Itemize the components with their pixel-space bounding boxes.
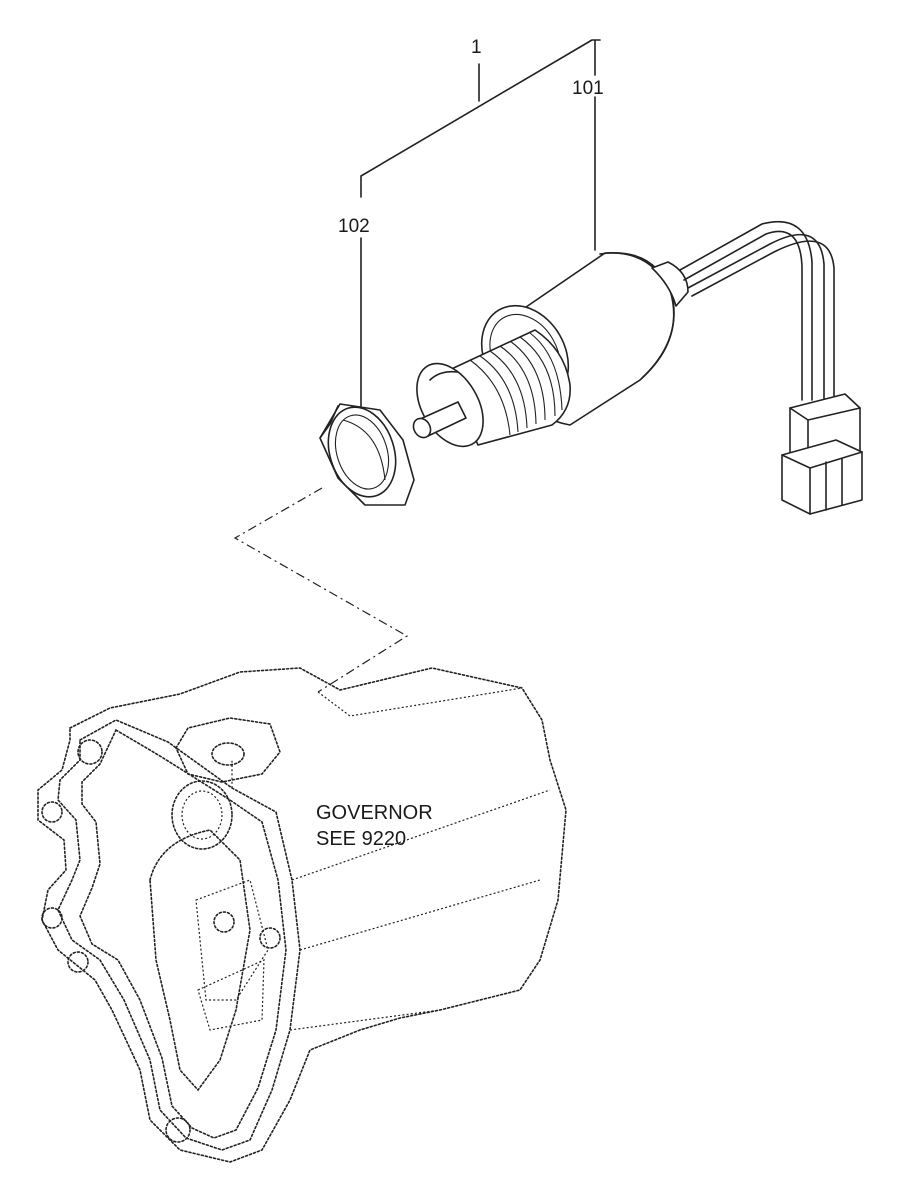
note-line-1: GOVERNOR	[316, 802, 433, 824]
callout-1: 1	[471, 37, 482, 58]
governor-housing-reference	[37, 667, 567, 1163]
callout-101: 101	[572, 78, 604, 99]
hex-nut-part-102	[319, 403, 415, 506]
callout-leader-lines	[360, 39, 601, 407]
callout-102: 102	[338, 216, 370, 237]
governor-reference-note: GOVERNOR SEE 9220	[316, 800, 433, 852]
installation-centerline	[233, 487, 409, 693]
note-line-2: SEE 9220	[316, 828, 407, 850]
solenoid-part-101	[412, 220, 863, 515]
